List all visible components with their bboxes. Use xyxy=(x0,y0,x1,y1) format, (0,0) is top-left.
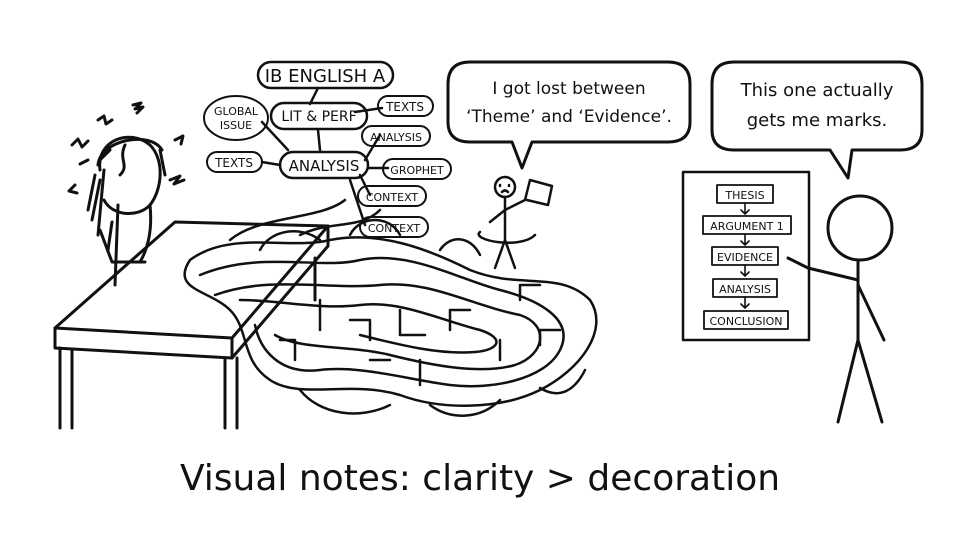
speech-lost-line-2: ‘Theme’ and ‘Evidence’. xyxy=(466,107,672,127)
mindmap-node-label: ANALYSIS xyxy=(289,157,360,175)
mindmap-node-label: ISSUE xyxy=(220,119,252,132)
flowchart-poster: THESIS ARGUMENT 1 EVIDENCE ANALYSIS CONC… xyxy=(681,170,811,342)
caption: Visual notes: clarity > decoration xyxy=(179,458,781,499)
mindmap-node-label: LIT & PERF xyxy=(281,109,356,125)
confident-student xyxy=(786,194,894,424)
mindmap-node-grophet: GROPHET xyxy=(382,158,452,180)
mindmap-node-context-1: CONTEXT xyxy=(357,185,427,207)
mind-map: IB ENGLISH A LIT & PERF TEXTS GLOBAL ISS… xyxy=(203,60,452,238)
speech-lost-line-1: I got lost between xyxy=(492,79,645,99)
flowchart-step-label: CONCLUSION xyxy=(710,315,783,328)
flowchart-step-argument: ARGUMENT 1 xyxy=(702,215,792,235)
speech-bubble-lost: I got lost between ‘Theme’ and ‘Evidence… xyxy=(446,60,692,170)
mindmap-node-label: GLOBAL xyxy=(214,105,259,118)
mindmap-root-label: IB ENGLISH A xyxy=(265,66,386,87)
flowchart-step-label: EVIDENCE xyxy=(717,251,773,264)
mindmap-node-global-issue: GLOBAL ISSUE xyxy=(203,95,269,141)
flowchart-step-label: ANALYSIS xyxy=(719,283,771,296)
mindmap-node-analysis-small: ANALYSIS xyxy=(361,125,431,147)
flowchart-step-thesis: THESIS xyxy=(716,184,774,204)
flowchart-step-label: ARGUMENT 1 xyxy=(710,220,784,233)
mindmap-node-context-2: CONTEXT xyxy=(359,216,429,238)
speech-marks-line-1: This one actually xyxy=(740,80,894,101)
mindmap-node-label: GROPHET xyxy=(390,164,444,177)
lost-figure xyxy=(477,175,554,270)
mindmap-node-lit-perf: LIT & PERF xyxy=(269,101,369,131)
flowchart-step-evidence: EVIDENCE xyxy=(711,246,779,266)
mindmap-node-label: CONTEXT xyxy=(366,191,419,204)
speech-marks-line-2: gets me marks. xyxy=(747,110,887,131)
stressed-student xyxy=(67,101,186,287)
mindmap-node-analysis-main: ANALYSIS xyxy=(278,150,370,180)
mindmap-node-label: ANALYSIS xyxy=(370,131,422,144)
flowchart-step-label: THESIS xyxy=(724,189,764,202)
flowchart-step-analysis: ANALYSIS xyxy=(712,278,778,298)
speech-bubble-marks: This one actually gets me marks. xyxy=(710,60,924,180)
mindmap-root: IB ENGLISH A xyxy=(256,60,395,90)
mindmap-node-texts-left: TEXTS xyxy=(206,151,263,173)
maze-tangle xyxy=(183,198,598,417)
mindmap-node-label: TEXTS xyxy=(385,100,424,114)
mindmap-node-label: TEXTS xyxy=(214,156,253,170)
mindmap-node-texts-top: TEXTS xyxy=(377,95,434,117)
desk xyxy=(53,220,330,430)
mindmap-node-label: CONTEXT xyxy=(368,222,421,235)
flowchart-step-conclusion: CONCLUSION xyxy=(703,310,789,330)
